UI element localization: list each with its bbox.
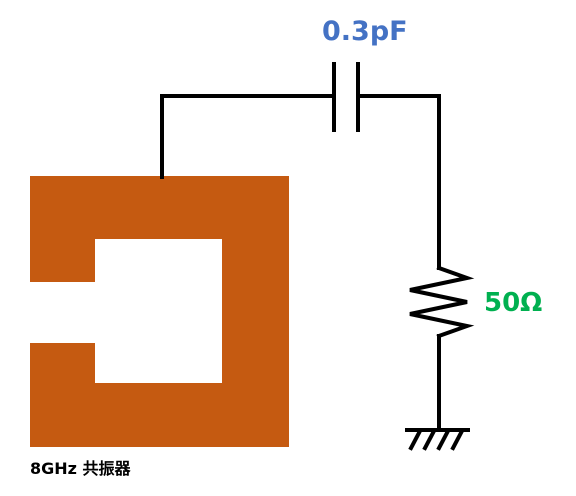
wire-capacitor-to-resistor [356,94,441,270]
capacitor-value-label: 0.3pF [322,16,408,47]
resistor-value-label: 50Ω [484,288,542,318]
resonator-label: 8GHz 共振器 [30,459,132,478]
wire-resonator-to-capacitor [160,94,336,179]
resonator-shape [30,176,289,447]
ground-symbol-icon [405,428,470,451]
resistor-zigzag [409,265,475,339]
